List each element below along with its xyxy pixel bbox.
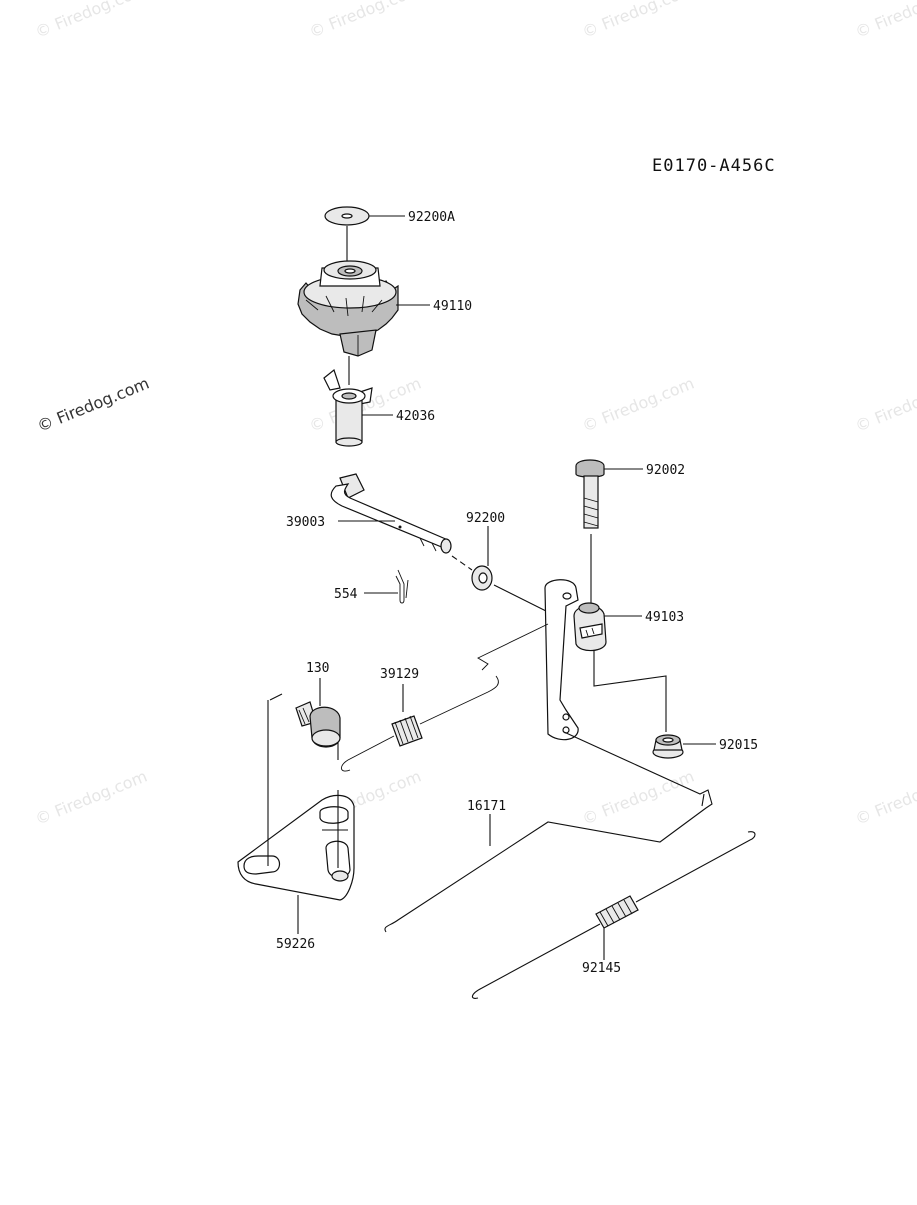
part-39003-governor-shaft[interactable] [330,473,452,554]
axis-line [493,584,549,613]
part-92145-spring-rod[interactable] [471,831,756,999]
watermark: © Firedog.com [852,374,917,436]
part-label-39129: 39129 [380,667,419,682]
part-49110-governor-gear[interactable] [297,260,399,357]
part-label-49110: 49110 [433,299,472,314]
part-label-554: 554 [334,587,358,602]
part-label-130: 130 [306,661,329,676]
part-92200-washer[interactable] [471,565,493,591]
diagram-code: E0170-A456C [652,156,776,176]
part-label-92015: 92015 [719,738,758,753]
part-59226-bracket[interactable] [237,794,355,901]
part-49103-clamp[interactable] [573,602,607,652]
axis-line [451,555,473,571]
watermark-layer: © Firedog.com © Firedog.com © Firedog.co… [32,0,917,829]
part-label-92145: 92145 [582,961,621,976]
part-label-92200a: 92200A [408,210,455,225]
part-label-49103: 49103 [645,610,684,625]
watermark: © Firedog.com [306,374,423,436]
part-554-cotter-pin[interactable] [395,569,409,604]
watermark: © Firedog.com [852,767,917,829]
watermark: © Firedog.com [32,0,149,42]
leader-line [267,693,283,866]
watermark: © Firedog.com [32,767,149,829]
part-label-42036: 42036 [396,409,435,424]
watermark: © Firedog.com [306,0,423,42]
part-16171-governor-rod[interactable] [384,731,713,933]
part-92002-bolt[interactable] [575,459,605,529]
part-92200a-washer[interactable] [324,206,370,226]
part-governor-arm[interactable] [544,579,579,741]
part-label-92200: 92200 [466,511,505,526]
watermark: © Firedog.com [579,374,696,436]
part-label-59226: 59226 [276,937,315,952]
watermark: © Firedog.com [579,0,696,42]
part-label-16171: 16171 [467,799,506,814]
part-92015-flange-nut[interactable] [652,734,684,759]
watermark-side: © Firedog.com [34,374,151,436]
leader-line [593,650,667,732]
watermark: © Firedog.com [852,0,917,42]
part-39129-spring[interactable] [341,623,549,772]
part-42036-sleeve[interactable] [323,368,373,447]
part-130-bolt[interactable] [295,701,341,748]
watermark: © Firedog.com [579,767,696,829]
part-label-92002: 92002 [646,463,685,478]
part-label-39003: 39003 [286,515,325,530]
